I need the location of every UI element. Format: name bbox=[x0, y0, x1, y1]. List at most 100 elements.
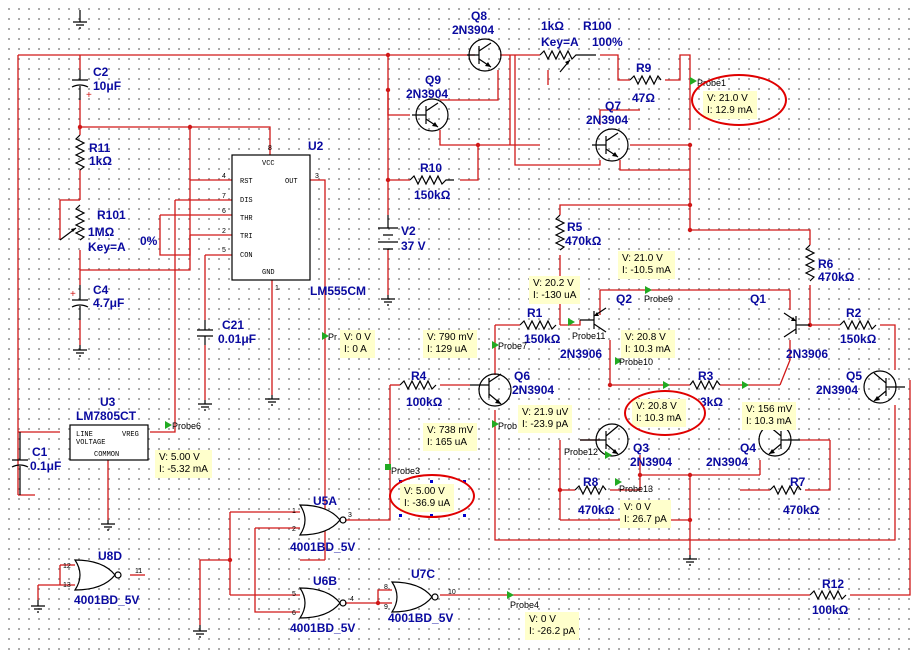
svg-text:8: 8 bbox=[384, 584, 388, 591]
nor-gate-u5a-icon: 123 bbox=[292, 504, 352, 536]
svg-text:2: 2 bbox=[222, 228, 226, 235]
probe-name: Probe6 bbox=[172, 421, 202, 431]
ground-icon bbox=[198, 400, 212, 411]
ground-icon bbox=[193, 625, 207, 638]
ref-u5a: U5A bbox=[313, 494, 337, 508]
probe6-readout[interactable]: V: 5.00 V I: -5.32 mA bbox=[155, 450, 212, 478]
probe-name: Probe12 bbox=[564, 447, 599, 457]
probe-voltage: V: 0 V bbox=[529, 614, 556, 625]
resistor-r6-icon bbox=[804, 244, 816, 282]
svg-text:5: 5 bbox=[222, 247, 226, 254]
ref-q7: Q7 bbox=[605, 99, 621, 113]
u2-pin-rst: RST bbox=[240, 178, 253, 186]
ref-q4: Q4 bbox=[740, 441, 756, 455]
svg-text:4: 4 bbox=[350, 596, 354, 603]
value-c4: 4.7μF bbox=[93, 296, 124, 310]
resistor-r10-icon bbox=[409, 174, 454, 186]
value-r5: 470kΩ bbox=[565, 234, 602, 248]
probe-name: Pr bbox=[328, 332, 337, 342]
transistor-q2-icon bbox=[580, 307, 607, 333]
ref-u8d: U8D bbox=[98, 549, 122, 563]
battery-v2-icon bbox=[378, 215, 398, 250]
value-r2: 150kΩ bbox=[840, 332, 877, 346]
resistor-r5-icon bbox=[554, 214, 566, 251]
capacitor-c21-icon bbox=[197, 320, 213, 345]
probe-voltage: V: 738 mV bbox=[427, 425, 474, 436]
part-q8: 2N3904 bbox=[452, 23, 494, 37]
ref-r6: R6 bbox=[818, 257, 834, 271]
part-q1: 2N3906 bbox=[786, 347, 828, 361]
part-q6: 2N3904 bbox=[512, 383, 554, 397]
probe-current: I: -5.32 mA bbox=[159, 464, 208, 475]
probe-flag-icon bbox=[645, 286, 652, 294]
part-q7: 2N3904 bbox=[586, 113, 628, 127]
value-r6: 470kΩ bbox=[818, 270, 855, 284]
resistor-r100-icon bbox=[539, 49, 596, 61]
probe-flag-icon bbox=[605, 451, 612, 459]
probe4-readout[interactable]: V: 0 V I: -26.2 pA bbox=[525, 612, 580, 640]
capacitor-c2-icon: + bbox=[71, 70, 92, 101]
highlight-ellipse-probe3 bbox=[389, 474, 475, 518]
svg-text:2: 2 bbox=[292, 526, 296, 533]
ref-q6: Q6 bbox=[514, 369, 530, 383]
probe-name: Probe13 bbox=[619, 484, 654, 494]
ref-r101: R101 bbox=[97, 208, 126, 222]
u3-pin-common: COMMON bbox=[94, 451, 119, 459]
ref-c1: C1 bbox=[32, 445, 48, 459]
part-u8d: 4001BD_5V bbox=[74, 593, 139, 607]
resistor-r8-icon bbox=[574, 484, 607, 496]
probe-voltage: V: 0 V bbox=[344, 332, 371, 343]
svg-text:1: 1 bbox=[275, 285, 279, 292]
ic-u3-body: LINE VOLTAGE VREG COMMON bbox=[69, 424, 149, 461]
part-u2: LM555CM bbox=[310, 284, 366, 298]
probe15-readout[interactable]: V: 156 mV I: 10.3 mA bbox=[742, 402, 797, 430]
probe8-readout[interactable]: V: 738 mV I: 165 uA bbox=[423, 423, 478, 451]
probe-name: Probe7 bbox=[498, 341, 528, 351]
probe7-readout[interactable]: V: 790 mV I: 129 uA bbox=[423, 330, 478, 358]
value-r8: 470kΩ bbox=[578, 503, 615, 517]
probe11-readout[interactable]: V: 20.2 V I: -130 uA bbox=[529, 276, 581, 304]
svg-text:3: 3 bbox=[315, 173, 319, 180]
junctions bbox=[77, 52, 813, 606]
probe9-readout[interactable]: V: 21.0 V I: -10.5 mA bbox=[618, 251, 675, 279]
probe-name: Probe11 bbox=[572, 331, 606, 341]
resistor-r101-icon bbox=[74, 204, 86, 241]
ref-r11: R11 bbox=[89, 141, 111, 155]
key-r100: Key=A bbox=[541, 35, 579, 49]
ref-q3: Q3 bbox=[633, 441, 649, 455]
ground-symbols bbox=[31, 10, 697, 638]
probe-flag-icon bbox=[663, 381, 670, 389]
value-r100: 1kΩ bbox=[541, 19, 564, 33]
probe-flag-icon bbox=[385, 464, 391, 470]
ref-q1: Q1 bbox=[750, 292, 766, 306]
resistor-r1-icon bbox=[519, 319, 557, 331]
part-q5: 2N3904 bbox=[816, 383, 858, 397]
svg-text:13: 13 bbox=[63, 582, 71, 589]
part-q2: 2N3906 bbox=[560, 347, 602, 361]
probe-flag-icon bbox=[165, 421, 172, 429]
probe-current: I: 10.3 mA bbox=[625, 344, 671, 355]
probe2-readout[interactable]: V: 0 V I: 0 A bbox=[340, 330, 375, 358]
capacitor-c1-icon bbox=[11, 432, 29, 495]
value-c21: 0.01μF bbox=[218, 332, 256, 346]
ground-icon bbox=[683, 555, 697, 566]
svg-text:+: + bbox=[70, 289, 76, 300]
u3-pin-vreg: VREG bbox=[122, 431, 139, 439]
ref-c2: C2 bbox=[93, 65, 109, 79]
ref-r100: R100 bbox=[583, 19, 612, 33]
value-r7: 470kΩ bbox=[783, 503, 820, 517]
probe13-readout[interactable]: V: 0 V I: 26.7 pA bbox=[620, 500, 671, 528]
transistor-q7-icon bbox=[592, 128, 629, 162]
probe12-readout[interactable]: V: 21.9 uV I: -23.9 pA bbox=[518, 405, 573, 433]
probe-current: I: -130 uA bbox=[533, 290, 577, 301]
transistor-q6-icon bbox=[470, 373, 512, 407]
ref-u6b: U6B bbox=[313, 574, 337, 588]
u2-pin-out: OUT bbox=[285, 178, 298, 186]
transistor-q3-icon bbox=[580, 423, 629, 457]
wires bbox=[17, 54, 911, 625]
probe10-readout[interactable]: V: 20.8 V I: 10.3 mA bbox=[621, 330, 675, 358]
probe-flag-icon bbox=[322, 332, 329, 340]
probe-current: I: 26.7 pA bbox=[624, 514, 667, 525]
